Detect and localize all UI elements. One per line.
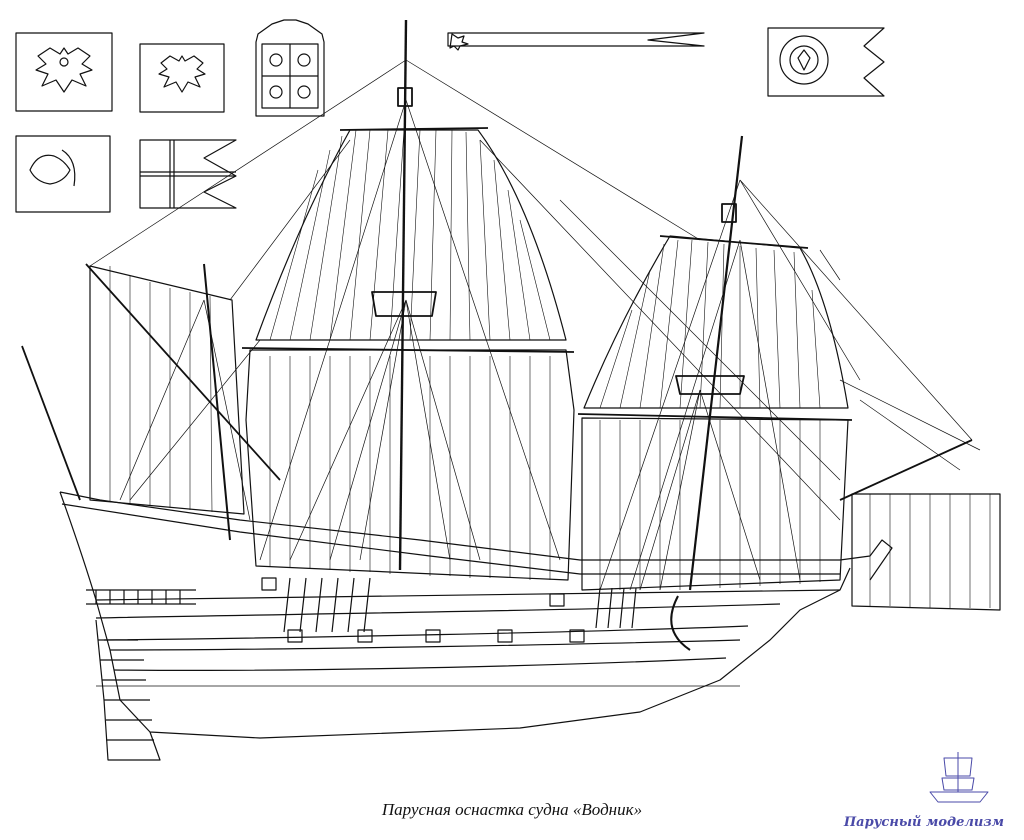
- sailing-ship-logo-icon: [929, 752, 989, 803]
- site-logo-text[interactable]: Парусный моделизм: [843, 815, 1004, 830]
- flag-eagle-large: [15, 32, 113, 112]
- flags-group: [15, 19, 885, 213]
- flag-cross-swallowtail: [139, 139, 237, 209]
- flag-pennant: [447, 32, 705, 51]
- flag-heraldic-shield: [255, 19, 325, 117]
- sails: [89, 129, 1001, 611]
- eagle-emblem-icon-2: [158, 55, 206, 93]
- rigging: [89, 59, 981, 591]
- ship-hull: [59, 491, 893, 761]
- drawing-caption: Парусная оснастка судна «Водник»: [381, 800, 643, 819]
- flag-hand-sword: [15, 135, 111, 213]
- yards: [85, 87, 853, 481]
- masts: [21, 19, 973, 591]
- eagle-emblem-icon: [35, 47, 93, 93]
- flag-eagle-small: [139, 43, 225, 113]
- flag-eagle-swallowtail: [767, 27, 885, 97]
